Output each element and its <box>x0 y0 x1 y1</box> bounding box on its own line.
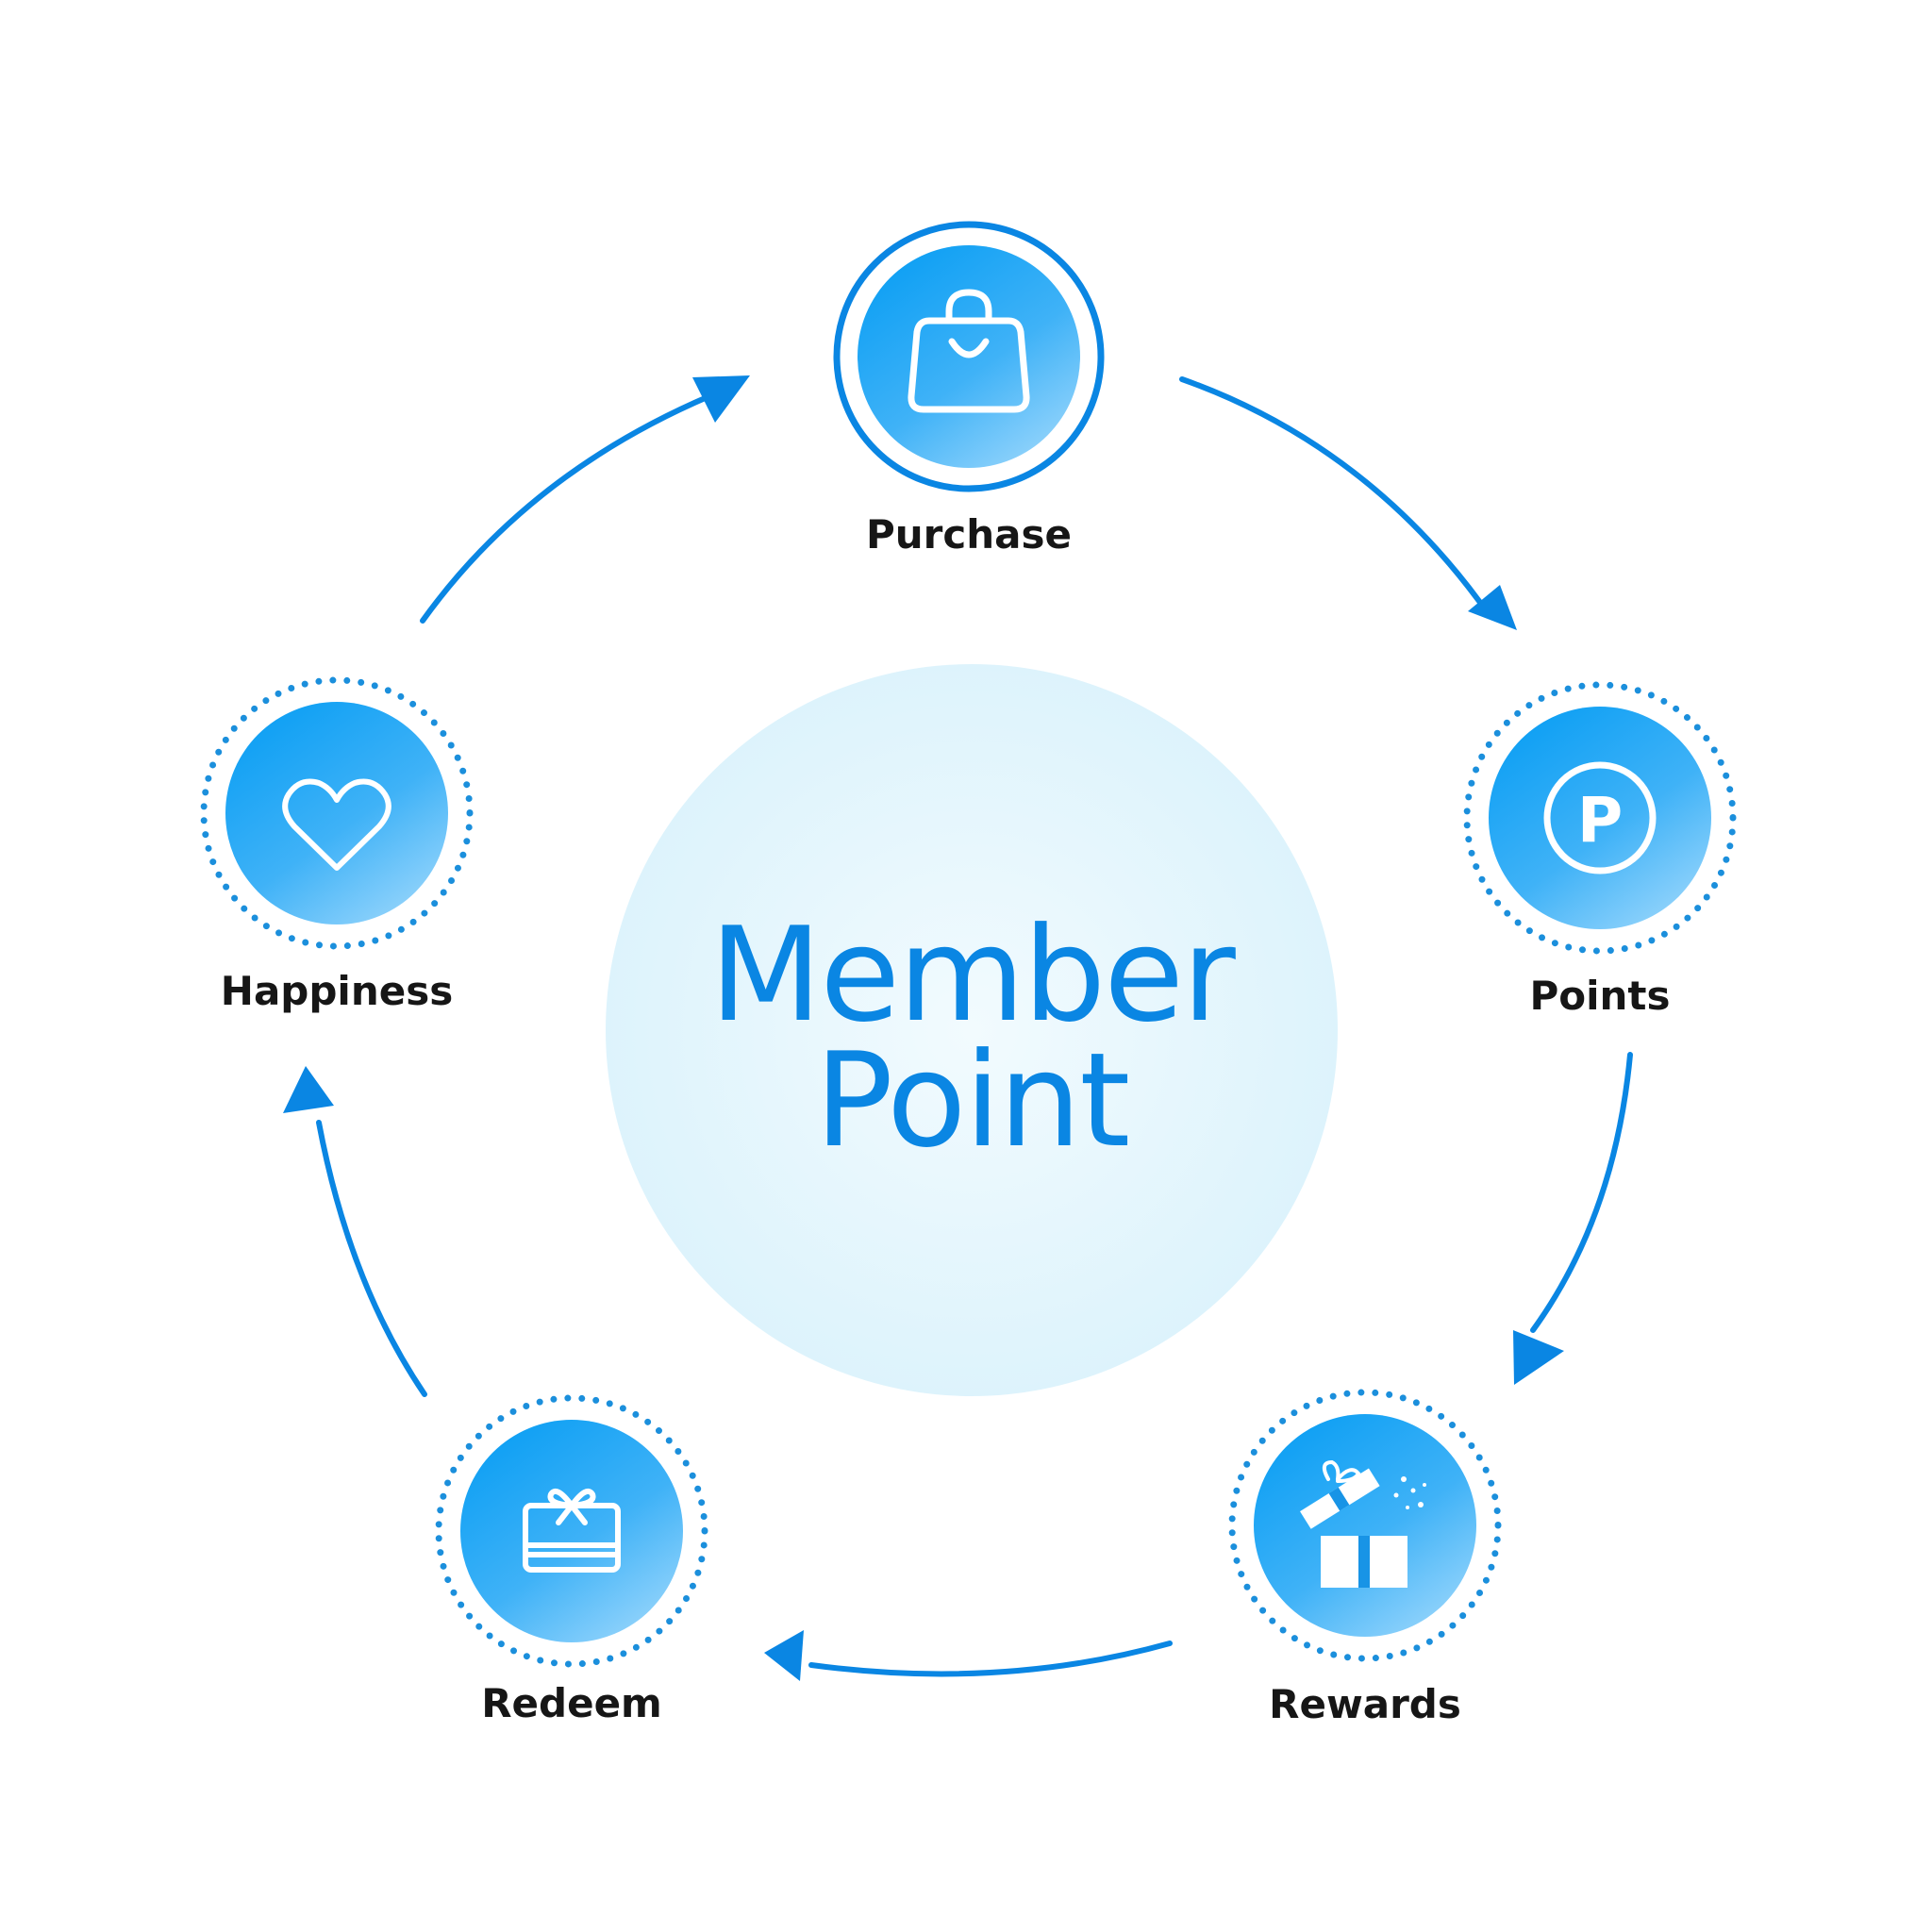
step-label-happiness: Happiness <box>220 968 454 1014</box>
shopping-bag-icon <box>908 289 1030 413</box>
step-label-points: Points <box>1529 973 1671 1019</box>
heart-icon <box>282 778 391 871</box>
arrow-happiness-to-purchase <box>420 393 712 624</box>
arrow-redeem-to-happiness-head <box>283 1066 334 1113</box>
step-label-redeem: Redeem <box>481 1680 662 1726</box>
points-coin-icon: P <box>1543 761 1657 874</box>
arrow-happiness-to-purchase-head <box>692 375 750 423</box>
node-rewards <box>1228 1389 1502 1662</box>
arrow-redeem-to-happiness <box>316 1120 427 1397</box>
node-happiness <box>200 676 474 950</box>
step-label-purchase: Purchase <box>865 511 1073 558</box>
node-points: P <box>1463 681 1737 955</box>
arrow-purchase-to-points <box>1179 376 1484 607</box>
open-gift-box-icon <box>1300 1459 1426 1588</box>
node-purchase <box>833 221 1105 492</box>
arrow-rewards-to-redeem-head <box>764 1630 804 1681</box>
center-title-line-2: Point <box>814 1024 1131 1176</box>
node-redeem <box>435 1394 708 1668</box>
gift-card-icon <box>523 1489 621 1573</box>
center-title-line-1: Member <box>709 899 1236 1051</box>
arrow-purchase-to-points-head <box>1468 585 1517 630</box>
center-circle <box>606 664 1338 1396</box>
arrow-rewards-to-redeem <box>808 1641 1173 1677</box>
arrow-points-to-rewards-head <box>1513 1330 1564 1385</box>
cycle-arrows <box>283 375 1633 1681</box>
step-label-rewards: Rewards <box>1269 1681 1461 1727</box>
svg-text:P: P <box>1577 784 1623 857</box>
arrow-points-to-rewards <box>1530 1052 1633 1333</box>
